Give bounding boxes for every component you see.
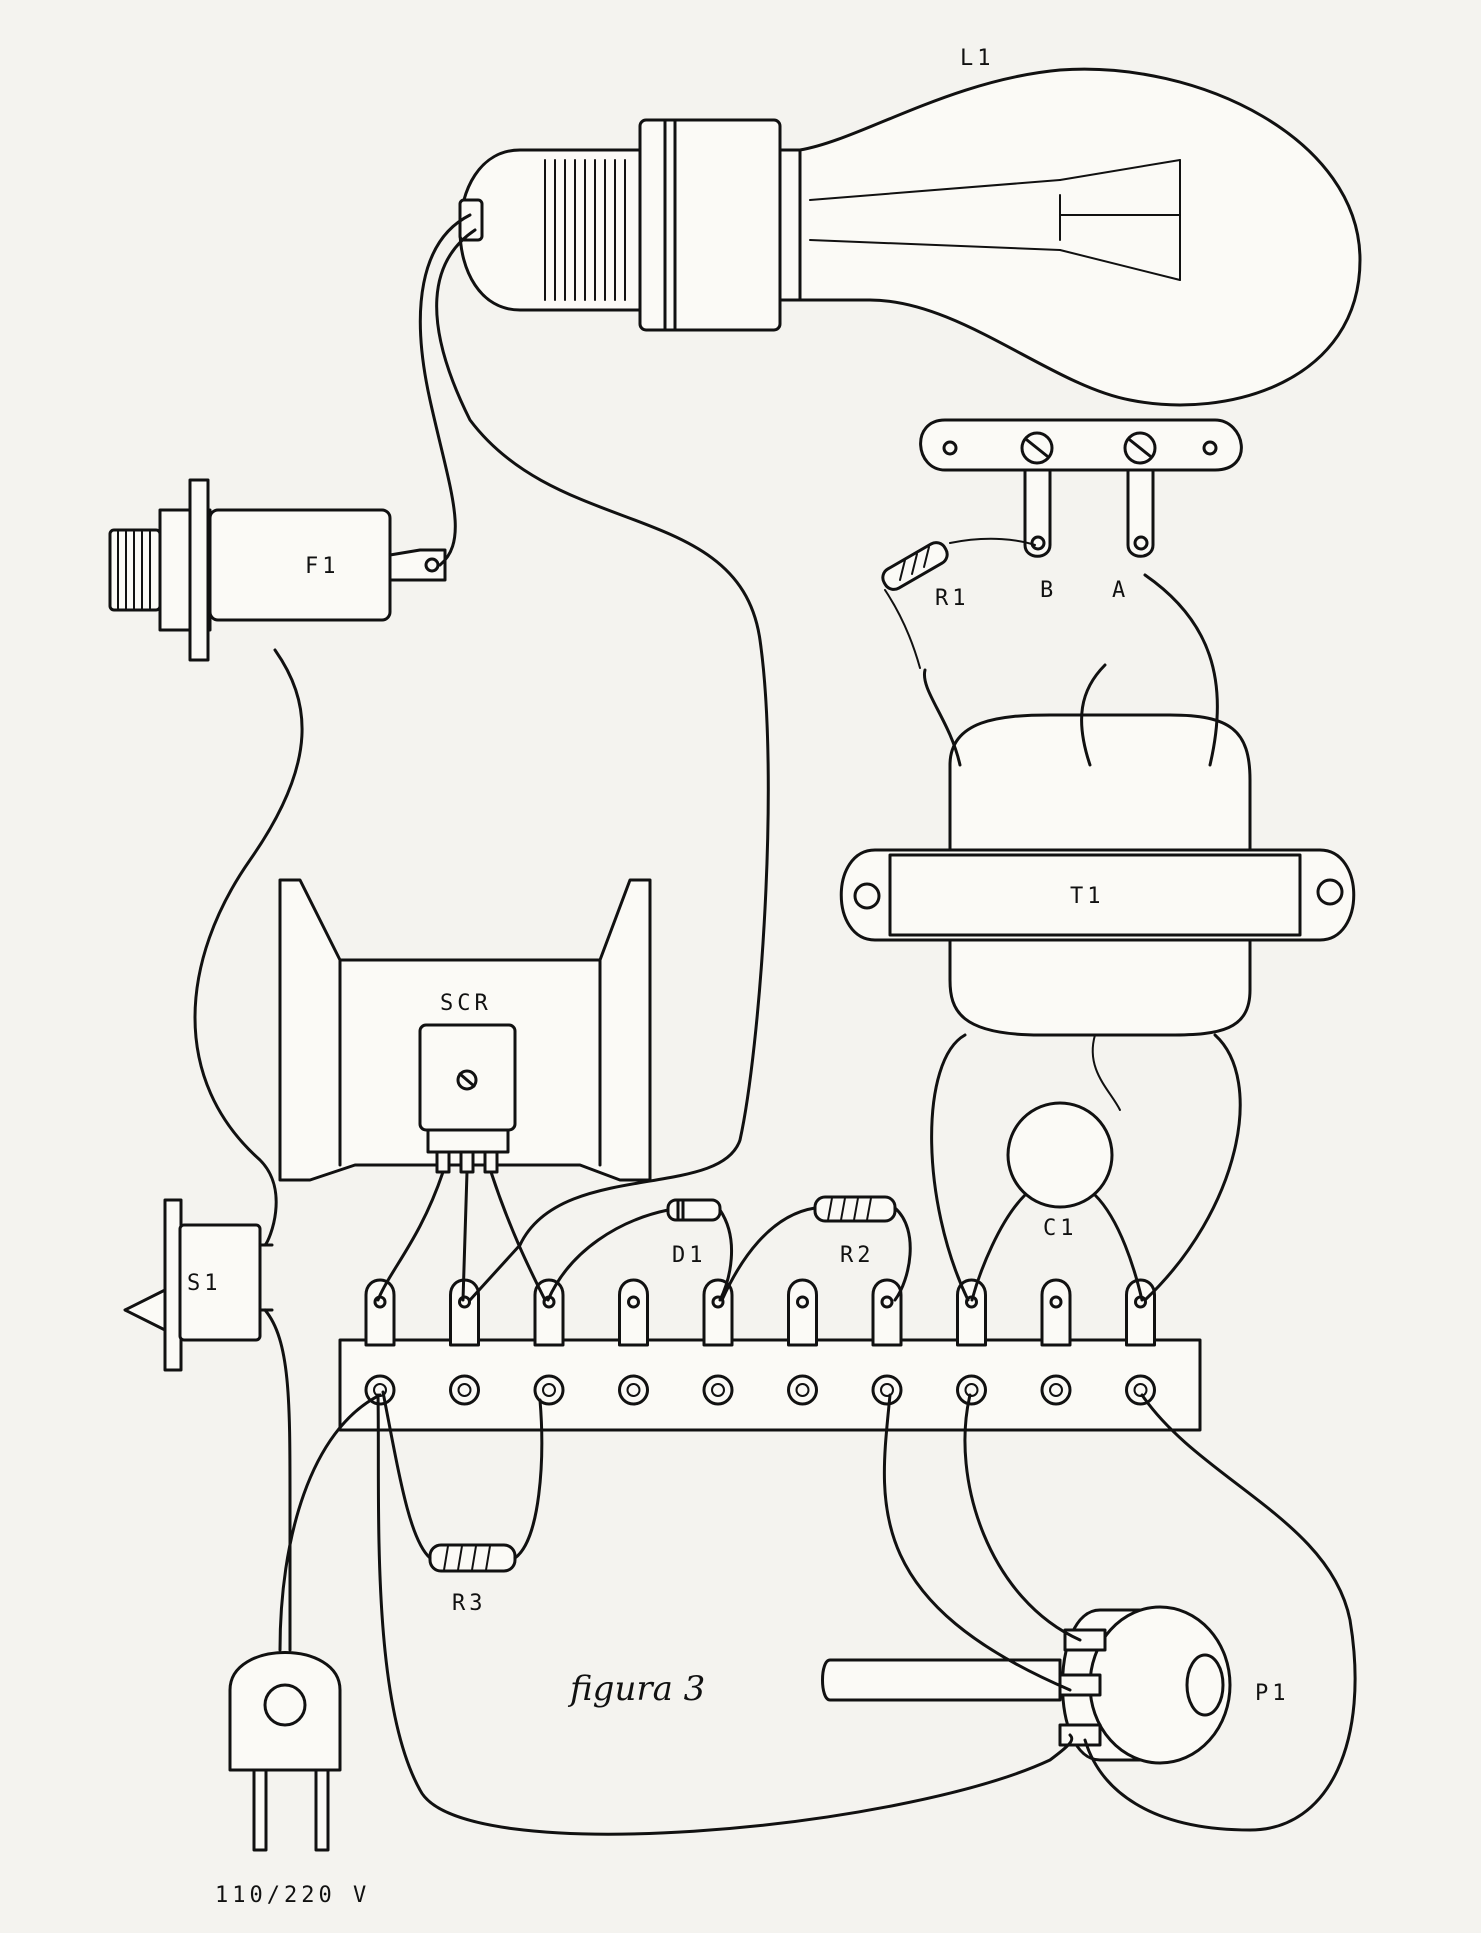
terminal-rivet — [871, 1374, 903, 1406]
terminal-rivet-inner — [880, 1383, 894, 1397]
transformer-label: T1 — [1070, 884, 1105, 909]
terminal-rivet — [1040, 1374, 1072, 1406]
terminal-rivet — [787, 1374, 818, 1406]
resistor-r2: R2 — [813, 1195, 897, 1268]
fuse-holder-f1: F1 — [108, 478, 447, 662]
lamp-label: L1 — [960, 46, 995, 71]
terminal-lug-6 — [787, 1278, 818, 1347]
switch-label: S1 — [187, 1271, 222, 1296]
terminal-rivet-inner — [457, 1383, 472, 1397]
r2-label: R2 — [840, 1243, 875, 1268]
terminal-lug-hole — [1049, 1295, 1063, 1309]
terminal-b-label: B — [1040, 578, 1057, 603]
terminal-rivet — [364, 1374, 396, 1406]
terminal-lug-4 — [618, 1278, 649, 1347]
terminal-lug-hole — [711, 1295, 725, 1309]
terminal-lug-7 — [871, 1278, 903, 1347]
lamp-l1: L1 — [458, 46, 1362, 407]
d1-label: D1 — [672, 1243, 707, 1268]
terminal-rivet-inner — [1133, 1383, 1148, 1397]
terminal-lug-hole — [880, 1295, 894, 1309]
terminal-rivet — [533, 1374, 565, 1406]
mains-plug: 110/220 V — [215, 1651, 370, 1908]
c1-label: C1 — [1043, 1216, 1078, 1241]
terminal-rivet — [1125, 1374, 1156, 1406]
r1-label: R1 — [935, 586, 970, 611]
terminal-a-label: A — [1112, 578, 1129, 603]
terminal-rivet-inner — [626, 1383, 641, 1397]
terminal-rivet-inner — [1049, 1383, 1063, 1397]
terminal-lug-8 — [956, 1278, 987, 1347]
figure-caption: figura 3 — [567, 1669, 705, 1709]
terminal-rivet — [956, 1374, 987, 1406]
scr-with-heatsink: SCR — [278, 878, 652, 1182]
resistor-r1: R1 — [881, 541, 970, 611]
resistor-r3: R3 — [428, 1543, 517, 1616]
terminal-strip — [338, 1278, 1202, 1432]
mains-voltage-label: 110/220 V — [215, 1883, 370, 1908]
scr-label: SCR — [440, 991, 492, 1016]
terminal-rivet-inner — [711, 1383, 725, 1397]
terminal-rivet-inner — [795, 1383, 810, 1397]
transformer-t1: T1 — [839, 713, 1356, 1037]
p1-label: P1 — [1255, 1681, 1290, 1706]
terminal-rivet — [702, 1374, 734, 1406]
switch-s1: S1 — [123, 1198, 274, 1372]
fuse-label: F1 — [305, 554, 340, 579]
terminal-lug-hole — [627, 1295, 640, 1309]
capacitor-c1: C1 — [1006, 1101, 1114, 1241]
terminal-lug-9 — [1040, 1278, 1072, 1347]
potentiometer-p1: P1 — [821, 1605, 1290, 1765]
terminal-rivet — [449, 1374, 480, 1406]
terminal-lug-hole — [796, 1295, 809, 1309]
diode-d1: D1 — [666, 1198, 722, 1268]
screw-terminal-block: B A — [919, 418, 1243, 603]
terminal-lug-1 — [364, 1278, 396, 1347]
wires — [193, 213, 1357, 1836]
terminal-rivet-inner — [542, 1383, 556, 1397]
terminal-rivet — [618, 1374, 649, 1406]
terminal-lugs — [364, 1278, 1156, 1406]
r3-label: R3 — [452, 1591, 487, 1616]
terminal-rivet-inner — [964, 1383, 979, 1397]
